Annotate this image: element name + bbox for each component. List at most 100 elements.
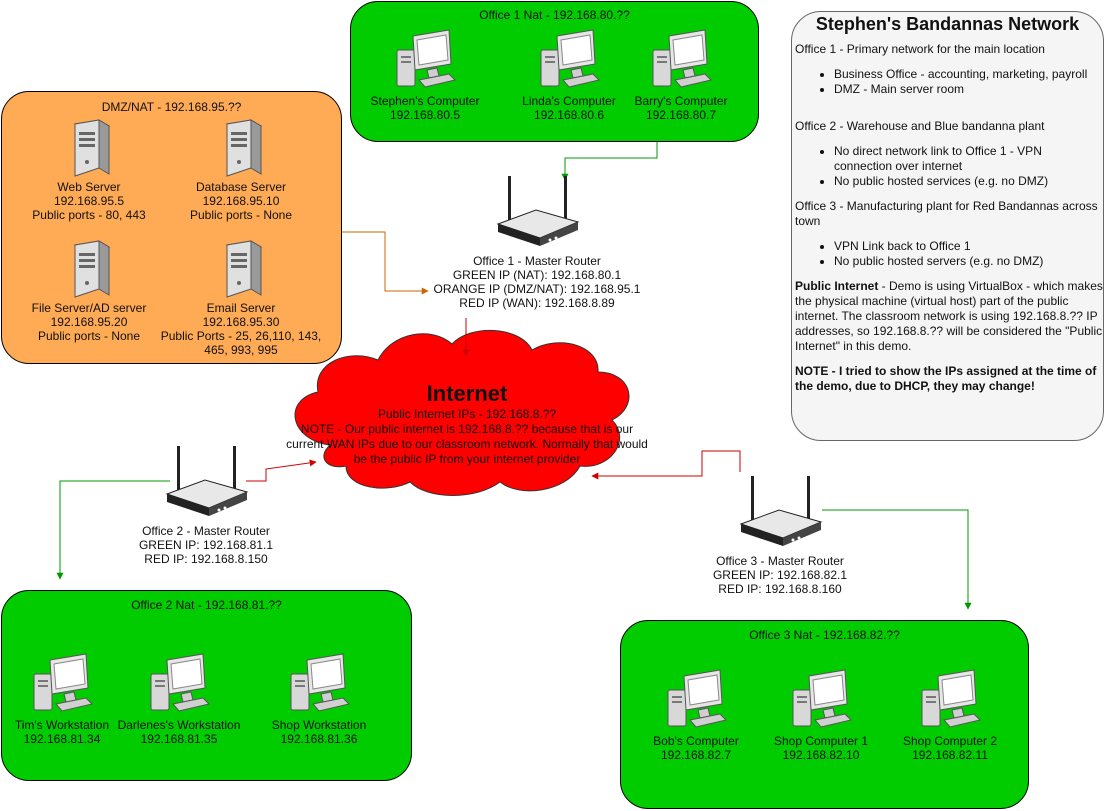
office3-computer-1[interactable]: Bob's Computer 192.168.82.7 (626, 668, 766, 762)
office3-computer-2[interactable]: Shop Computer 1 192.168.82.10 (751, 668, 891, 762)
dmz-server-database[interactable]: Database Server 192.168.95.10 Public por… (172, 118, 310, 222)
server-name: Database Server (195, 180, 287, 194)
computer-ip: 192.168.81.35 (140, 732, 218, 746)
server-name: Web Server (57, 180, 121, 194)
office3-computer-3[interactable]: Shop Computer 2 192.168.82.11 (880, 668, 1020, 762)
server-ip: 192.168.95.5 (53, 194, 125, 208)
router-title: Office 2 - Master Router (142, 524, 270, 538)
computer-name: Shop Workstation (271, 718, 367, 732)
computer-icon (921, 669, 981, 728)
info-office3-list: VPN Link back to Office 1 No public host… (792, 239, 1103, 269)
server-ip: 192.168.95.10 (202, 194, 280, 208)
router-green-ip: GREEN IP: 192.168.82.1 (712, 568, 848, 582)
computer-icon (652, 29, 712, 88)
computer-name: Linda's Computer (522, 94, 616, 108)
computer-ip: 192.168.81.34 (23, 732, 101, 746)
link-r2-wan (246, 459, 317, 482)
network-info-panel: Stephen's Bandannas Network Office 1 - P… (791, 11, 1104, 441)
server-ports: Public Ports - 25, 26,110, 143, (160, 329, 322, 343)
computer-name: Tim's Workstation (14, 718, 110, 732)
office2-computer-3[interactable]: Shop Workstation 192.168.81.36 (254, 652, 384, 746)
office2-computer-1[interactable]: Tim's Workstation 192.168.81.34 (2, 652, 122, 746)
list-item: DMZ - Main server room (834, 82, 1103, 97)
internet-line-1: Public Internet IPs - 192.168.8.?? (377, 407, 557, 421)
computer-icon (150, 653, 210, 712)
server-icon (226, 119, 262, 177)
router-office1[interactable]: Office 1 - Master Router GREEN IP (NAT):… (422, 172, 652, 310)
server-ports-cont: 465, 993, 995 (204, 343, 278, 357)
list-item: No direct network link to Office 1 - VPN… (834, 144, 1103, 174)
list-item: VPN Link back to Office 1 (834, 239, 1103, 254)
dmz-server-web[interactable]: Web Server 192.168.95.5 Public ports - 8… (20, 118, 158, 222)
computer-ip: 192.168.81.36 (280, 732, 358, 746)
list-item: Business Office - accounting, marketing,… (834, 67, 1103, 82)
link-dmz (342, 231, 429, 295)
info-office1: Office 1 - Primary network for the main … (795, 42, 1045, 56)
router-green-ip: GREEN IP (NAT): 192.168.80.1 (452, 268, 622, 282)
server-ip: 192.168.95.30 (202, 315, 280, 329)
info-office2: Office 2 - Warehouse and Blue bandanna p… (795, 119, 1045, 133)
link-r2-lan (56, 480, 170, 580)
office3-title: Office 3 Nat - 192.168.82.?? (749, 628, 900, 642)
internet-line-4: be the public IP from your internet prov… (353, 452, 581, 466)
computer-name: Shop Computer 2 (902, 734, 998, 748)
router-red-ip: RED IP: 192.168.8.160 (718, 582, 842, 596)
office2-computer-2[interactable]: Darlenes's Workstation 192.168.81.35 (112, 652, 246, 746)
computer-ip: 192.168.80.7 (645, 108, 717, 122)
computer-name: Darlenes's Workstation (117, 718, 241, 732)
router-title: Office 3 - Master Router (716, 554, 844, 568)
computer-name: Barry's Computer (634, 94, 728, 108)
computer-icon (396, 29, 456, 88)
router-office2[interactable]: Office 2 - Master Router GREEN IP: 192.1… (116, 442, 296, 566)
list-item: No public hosted services (e.g. no DMZ) (834, 174, 1103, 189)
server-icon (74, 240, 110, 298)
info-public-label: Public Internet (795, 279, 879, 293)
dmz-zone: DMZ/NAT - 192.168.95.?? (1, 91, 342, 364)
internet-line-3: current WAN IPs due to our classroom net… (286, 437, 648, 451)
computer-icon (792, 669, 852, 728)
internet-title: Internet (426, 381, 508, 406)
computer-name: Shop Computer 1 (773, 734, 869, 748)
computer-icon (667, 669, 727, 728)
server-icon (74, 119, 110, 177)
office1-computer-1[interactable]: Stephen's Computer 192.168.80.5 (357, 28, 493, 122)
computer-icon (540, 29, 600, 88)
info-public-internet: Public Internet - Demo is using VirtualB… (795, 279, 1103, 354)
computer-icon (290, 653, 350, 712)
server-name: File Server/AD server (31, 301, 147, 315)
info-title: Stephen's Bandannas Network (815, 14, 1080, 34)
router-red-ip: RED IP: 192.168.8.150 (144, 552, 268, 566)
internet-cloud (294, 329, 630, 496)
computer-ip: 192.168.82.11 (912, 748, 988, 762)
link-r3-lan (822, 509, 972, 610)
router-icon (740, 475, 822, 547)
computer-name: Stephen's Computer (370, 94, 480, 108)
link-r3-wan (591, 450, 741, 480)
dmz-title: DMZ/NAT - 192.168.95.?? (101, 100, 242, 114)
office2-title: Office 2 Nat - 192.168.81.?? (131, 598, 282, 612)
router-icon (166, 445, 248, 517)
router-orange-ip: ORANGE IP (DMZ/NAT): 192.168.95.1 (433, 282, 641, 296)
router-office3[interactable]: Office 3 - Master Router GREEN IP: 192.1… (690, 472, 870, 596)
info-note: NOTE - I tried to show the IPs assigned … (795, 364, 1097, 393)
computer-ip: 192.168.82.10 (782, 748, 860, 762)
computer-ip: 192.168.80.6 (533, 108, 605, 122)
dmz-server-email[interactable]: Email Server 192.168.95.30 Public Ports … (152, 239, 330, 357)
router-title: Office 1 - Master Router (473, 254, 601, 268)
internet-label-group: Internet Public Internet IPs - 192.168.8… (262, 381, 672, 467)
office1-computer-2[interactable]: Linda's Computer 192.168.80.6 (501, 28, 637, 122)
list-item: No public hosted servers (e.g. no DMZ) (834, 254, 1103, 269)
router-icon (497, 175, 579, 247)
dmz-server-file[interactable]: File Server/AD server 192.168.95.20 Publ… (14, 239, 164, 343)
server-ports: Public ports - 80, 443 (32, 208, 146, 222)
office1-computer-3[interactable]: Barry's Computer 192.168.80.7 (613, 28, 749, 122)
server-ports: Public ports - None (189, 208, 293, 222)
info-public-text: - Demo is using VirtualBox - which makes… (795, 279, 1103, 353)
info-office2-list: No direct network link to Office 1 - VPN… (792, 144, 1103, 189)
router-green-ip: GREEN IP: 192.168.81.1 (138, 538, 274, 552)
server-icon (226, 240, 262, 298)
server-ip: 192.168.95.20 (50, 315, 128, 329)
server-name: Email Server (206, 301, 276, 315)
link-office1-lan (561, 142, 658, 181)
